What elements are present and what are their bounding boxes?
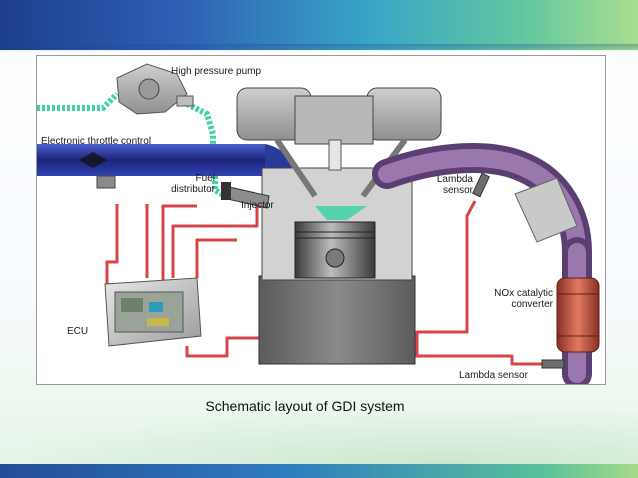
label-injector: Injector (241, 200, 274, 211)
label-fuel-distributor: Fuel distributor (171, 173, 215, 195)
caption-text: Schematic layout of GDI system (205, 398, 404, 414)
caption: Schematic layout of GDI system (0, 398, 638, 414)
label-ecu: ECU (67, 326, 89, 337)
injector (221, 182, 270, 209)
ecu-unit (104, 277, 202, 347)
label-lambda-sensor-upper: Lambda sensor (436, 174, 473, 196)
gdi-diagram: High pressure pump Electronic throttle c… (36, 55, 606, 385)
label-nox-catalytic-converter: NOx catalytic converter (494, 288, 553, 310)
pre-catalyst (514, 177, 578, 243)
engine-block (236, 87, 442, 365)
lambda-sensor-upper-icon (472, 172, 490, 198)
lambda-sensor-lower-icon (541, 359, 565, 369)
gdi-diagram-graphic (37, 63, 600, 384)
footer-band (0, 464, 638, 478)
header-band (0, 0, 638, 50)
label-high-pressure-pump: High pressure pump (171, 66, 262, 77)
label-lambda-sensor-lower: Lambda sensor (459, 370, 528, 381)
nox-catalytic-converter (556, 277, 600, 353)
intake-duct (37, 144, 309, 194)
high-pressure-pump (116, 63, 194, 115)
header-band-shadow (0, 44, 638, 52)
label-electronic-throttle-control: Electronic throttle control (41, 136, 152, 147)
footer-glow (0, 405, 638, 465)
